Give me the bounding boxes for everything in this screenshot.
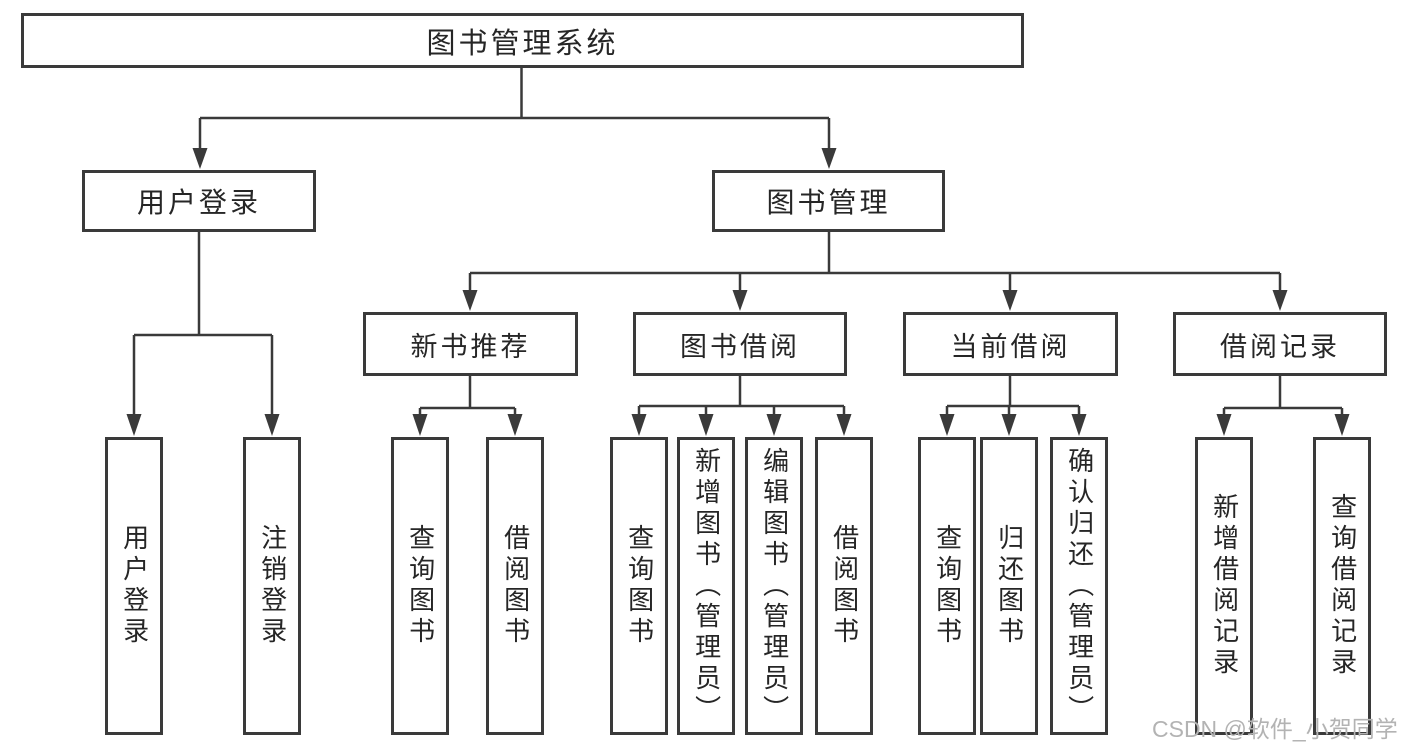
leaf-edit-book-admin: 编辑图书（管理员） [745, 437, 803, 735]
leaf-return-book: 归还图书 [980, 437, 1038, 735]
leaf-borrow-books-recommend: 借阅图书 [486, 437, 544, 735]
leaf-borrow-books-recommend-label: 借阅图书 [500, 524, 531, 648]
node-root: 图书管理系统 [21, 13, 1024, 68]
leaf-add-borrow-record: 新增借阅记录 [1195, 437, 1253, 735]
leaf-add-book-admin: 新增图书（管理员） [677, 437, 735, 735]
leaf-query-books-borrowing: 查询图书 [610, 437, 668, 735]
connector-recommend-children [418, 376, 517, 418]
leaf-query-borrow-record-label: 查询借阅记录 [1327, 493, 1358, 679]
leaf-edit-book-admin-label: 编辑图书（管理员） [759, 446, 790, 726]
leaf-add-book-admin-label: 新增图书（管理员） [691, 446, 722, 726]
node-book-management: 图书管理 [712, 170, 945, 232]
leaf-query-books-recommend: 查询图书 [391, 437, 449, 735]
leaf-query-books-borrowing-label: 查询图书 [624, 524, 655, 648]
node-book-management-label: 图书管理 [766, 187, 891, 218]
node-current-borrowing: 当前借阅 [903, 312, 1118, 376]
leaf-query-books-current: 查询图书 [918, 437, 976, 735]
leaf-confirm-return-admin-label: 确认归还（管理员） [1064, 446, 1095, 726]
node-book-borrowing: 图书借阅 [633, 312, 847, 376]
node-borrowing-records-label: 借阅记录 [1220, 331, 1340, 362]
leaf-logout: 注销登录 [243, 437, 301, 735]
leaf-user-login: 用户登录 [105, 437, 163, 735]
node-user-login: 用户登录 [82, 170, 316, 232]
leaf-user-login-label: 用户登录 [119, 524, 150, 648]
connector-user-login-children [132, 232, 274, 418]
leaf-borrow-books-borrowing: 借阅图书 [815, 437, 873, 735]
node-borrowing-records: 借阅记录 [1173, 312, 1387, 376]
connector-borrowing-children [637, 376, 846, 418]
node-new-book-recommendation: 新书推荐 [363, 312, 578, 376]
leaf-query-borrow-record: 查询借阅记录 [1313, 437, 1371, 735]
connector-root-to-level2 [198, 68, 831, 150]
node-current-borrowing-label: 当前借阅 [950, 331, 1071, 362]
leaf-confirm-return-admin: 确认归还（管理员） [1050, 437, 1108, 735]
node-user-login-label: 用户登录 [136, 187, 261, 218]
leaf-query-books-current-label: 查询图书 [932, 524, 963, 648]
connector-current-children [945, 376, 1081, 418]
node-new-book-recommendation-label: 新书推荐 [410, 331, 531, 362]
leaf-add-borrow-record-label: 新增借阅记录 [1209, 493, 1240, 679]
node-root-label: 图书管理系统 [426, 27, 619, 60]
leaf-logout-label: 注销登录 [257, 524, 288, 648]
leaf-borrow-books-borrowing-label: 借阅图书 [829, 524, 860, 648]
csdn-watermark: CSDN @软件_小贺同学 [1152, 716, 1398, 742]
connector-records-children [1222, 376, 1344, 418]
node-book-borrowing-label: 图书借阅 [680, 331, 800, 362]
leaf-query-books-recommend-label: 查询图书 [405, 524, 436, 648]
connector-book-management-to-level3 [468, 232, 1282, 292]
leaf-return-book-label: 归还图书 [994, 524, 1025, 648]
